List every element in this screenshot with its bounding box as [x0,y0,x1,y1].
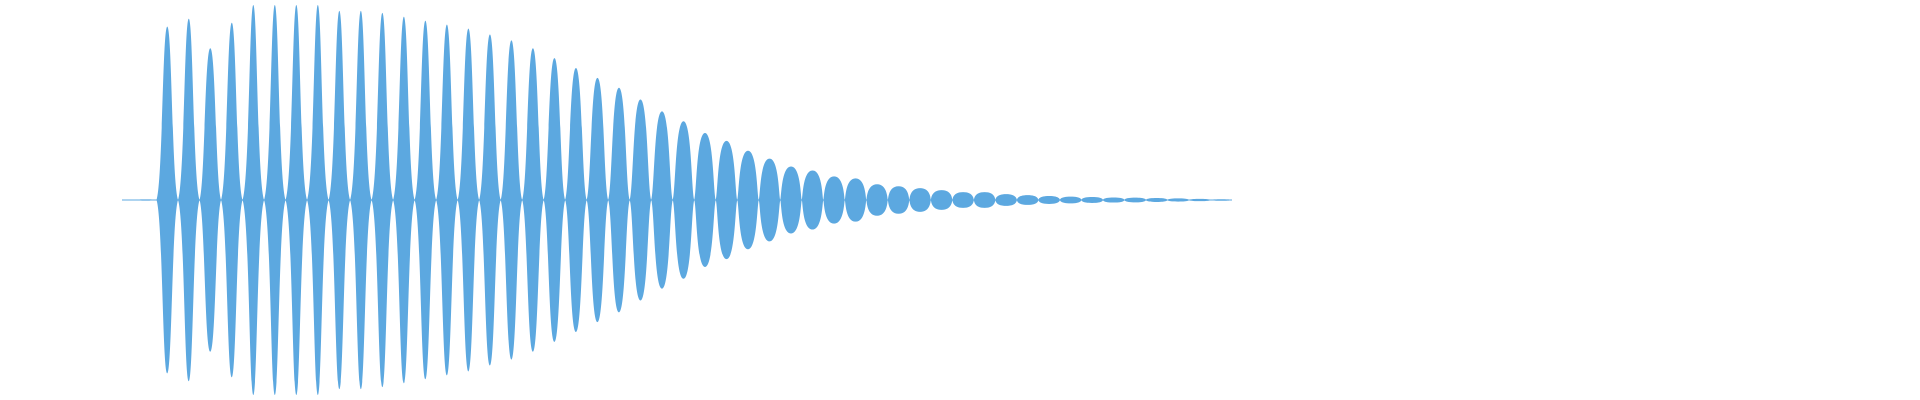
waveform-cycle [608,87,630,313]
waveform-cycle [522,48,544,352]
waveform-cycle [221,22,243,378]
waveform-cycle [758,158,781,242]
waveform-cycle [543,58,566,342]
waveform-cycle [565,68,587,332]
waveform-cycle [866,184,888,216]
waveform-cycle [479,34,501,366]
waveform-cycle [973,192,996,208]
waveform-cycle [1059,196,1082,204]
waveform-cycle [844,178,867,222]
waveform-cycle [500,40,523,360]
waveform-cycle [156,26,179,374]
waveform-cycles [135,4,1232,396]
waveform-cycle [1210,199,1232,201]
waveform-cycle [715,140,738,260]
waveform-cycle [672,121,695,279]
waveform-cycle [651,111,673,289]
waveform-cycle [178,18,200,382]
waveform-cycle [801,170,824,230]
waveform-cycle [350,10,372,390]
waveform-cycle [1167,198,1189,202]
waveform-cycle [1124,197,1146,203]
waveform-cycle [780,166,802,234]
waveform-cycle [285,4,308,396]
waveform-cycle [952,192,974,208]
waveform-cycle [393,16,415,384]
waveform-cycle [629,99,652,301]
waveform-cycle [930,190,953,210]
waveform-cycle [737,150,759,250]
waveform-cycle [823,176,845,224]
waveform-cycle [371,12,394,388]
waveform-cycle [199,48,222,352]
waveform-cycle [1102,197,1125,203]
waveform-cycle [1081,197,1103,203]
waveform-cycle [1145,198,1168,202]
waveform-cycle [995,194,1017,206]
waveform-cycle [1016,195,1039,205]
waveform-cycle [414,20,437,380]
waveform-cycle [1188,198,1211,202]
waveform-cycle [135,199,157,201]
waveform-cycle [457,28,480,372]
waveform-cycle [909,188,931,212]
waveform-cycle [328,10,351,390]
waveform-cycle [264,4,286,396]
waveform-cycle [694,133,716,267]
waveform-cycle [1038,196,1060,204]
waveform-cycle [307,4,329,396]
waveform-cycle [586,77,609,323]
waveform-cycle [887,186,910,214]
waveform-cycle [242,4,265,396]
waveform-cycle [436,24,458,376]
